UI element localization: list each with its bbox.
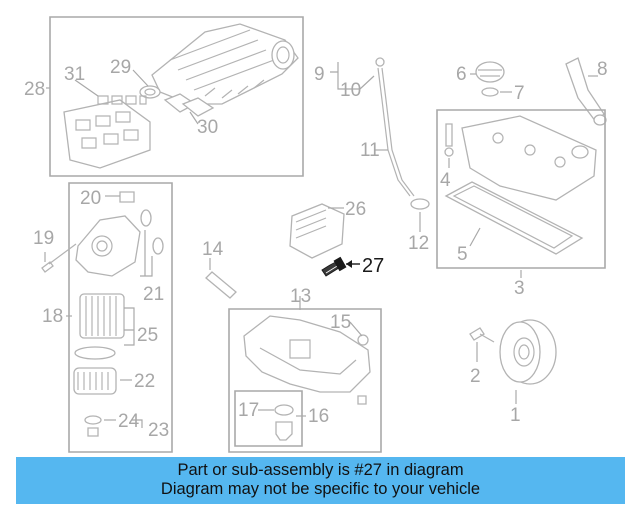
valve-cover-group: 4 5 3: [436, 109, 606, 299]
callout-21: 21: [143, 284, 164, 305]
callout-7: 7: [514, 83, 525, 104]
oil-filter-group: 20 21 18 25 22 24 23: [42, 182, 173, 453]
callout-22: 22: [134, 371, 155, 392]
pipe-14: 14: [202, 239, 237, 299]
bolt-27-highlight: 27: [321, 255, 384, 277]
oil-pan-group: 13 15 17 16: [228, 286, 382, 453]
callout-31: 31: [64, 64, 85, 85]
callout-8: 8: [597, 59, 608, 80]
callout-14: 14: [202, 239, 224, 260]
callout-9: 9: [314, 64, 325, 85]
callout-2: 2: [470, 366, 481, 387]
callout-3: 3: [514, 278, 525, 299]
intake-manifold-group: 28 31 29 30: [24, 16, 304, 177]
callout-16: 16: [308, 406, 329, 427]
bolt-19: 19: [33, 228, 77, 273]
callout-25: 25: [137, 325, 158, 346]
callout-28: 28: [24, 79, 45, 100]
callout-10: 10: [340, 80, 361, 101]
callout-12: 12: [408, 233, 429, 254]
dipstick-group: 9 10 11 12: [314, 57, 430, 254]
info-banner: Part or sub-assembly is #27 in diagram D…: [16, 457, 625, 504]
callout-27: 27: [362, 255, 384, 277]
callout-15: 15: [330, 312, 351, 333]
callout-5: 5: [457, 244, 468, 265]
callout-4: 4: [440, 170, 451, 191]
callout-20: 20: [80, 188, 101, 209]
parts-diagram: 28 31 29 30 20 21 18: [24, 16, 608, 453]
callout-1: 1: [510, 405, 521, 426]
pulley-group: 2 1: [469, 319, 557, 426]
callout-17: 17: [238, 400, 259, 421]
oil-cooler-26: 26: [289, 199, 366, 259]
callout-23: 23: [148, 420, 169, 441]
filler-cap-group: 6 7: [456, 61, 525, 104]
callout-24: 24: [118, 411, 140, 432]
callout-13: 13: [290, 286, 311, 307]
banner-line-2: Diagram may not be specific to your vehi…: [160, 480, 481, 498]
callout-18: 18: [42, 306, 63, 327]
callout-30: 30: [197, 117, 218, 138]
callout-26: 26: [345, 199, 366, 220]
hose-8: 8: [565, 57, 608, 126]
callout-19: 19: [33, 228, 54, 249]
callout-11: 11: [360, 140, 380, 161]
banner-line-1: Part or sub-assembly is #27 in diagram: [177, 461, 464, 479]
callout-29: 29: [110, 57, 131, 78]
callout-6: 6: [456, 64, 467, 85]
